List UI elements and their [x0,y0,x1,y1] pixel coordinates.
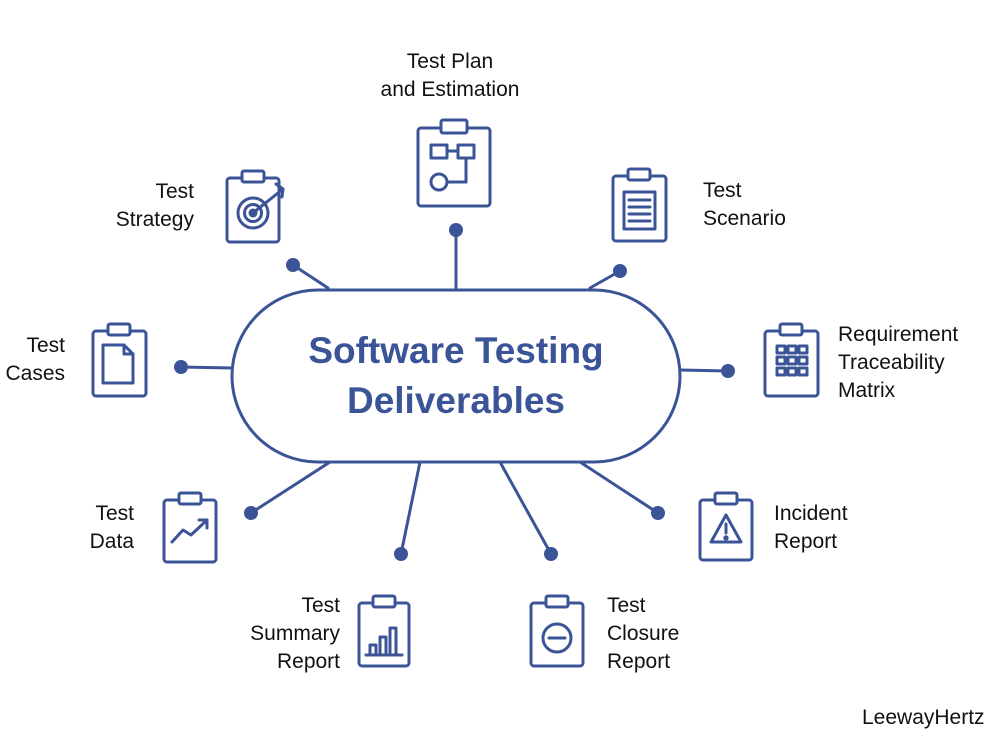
label-line: Traceability [838,351,945,374]
center-pill [230,288,682,464]
dot-test-strategy [286,258,300,272]
connector-test-summary [399,460,422,556]
label-line: Summary [250,622,340,645]
label-rtm: Requirement Traceability Matrix [838,321,958,405]
label-line: Incident [774,502,848,525]
label-test-cases: Test Cases [0,332,65,388]
label-line: Test [607,594,646,617]
flowchart-clipboard-icon [416,118,492,208]
dot-incident-report [651,506,665,520]
label-test-strategy: Test Strategy [60,178,194,234]
minus-circle-clipboard-icon [529,594,585,668]
label-test-data: Test Data [40,500,134,556]
warning-clipboard-icon [698,491,754,562]
label-test-plan: Test Plan and Estimation [350,48,550,104]
dot-test-closure [544,547,558,561]
label-test-closure: Test Closure Report [607,592,679,676]
connector-test-cases [179,365,234,370]
label-line: Closure [607,622,680,645]
label-line: Requirement [838,323,959,346]
center-title-line-1: Software Testing [308,330,604,371]
dot-test-cases [174,360,188,374]
grid-clipboard-icon [763,322,820,398]
connector-dots [174,223,735,561]
label-line: Test Plan [406,50,494,73]
dot-test-summary [394,547,408,561]
connector-incident-report [578,460,660,515]
target-clipboard-icon [225,169,285,244]
label-line: and Estimation [380,78,520,101]
label-line: Test [26,334,65,357]
connector-test-data [249,460,332,515]
connector-rtm [678,368,730,373]
label-line: Report [607,650,671,673]
label-line: Data [89,530,134,553]
connectors [179,228,730,556]
center-title-line-2: Deliverables [346,380,566,421]
label-line: Cases [5,362,65,385]
connector-test-closure [498,460,553,556]
dot-test-plan [449,223,463,237]
label-test-scenario: Test Scenario [703,177,786,233]
dot-test-scenario [613,264,627,278]
document-clipboard-icon [611,167,668,243]
label-incident-report: Incident Report [774,500,848,556]
label-line: Test [155,180,194,203]
label-line: Test [703,179,742,202]
label-line: Report [774,530,838,553]
center-title: Software Testing Deliverables [232,326,680,426]
bar-chart-clipboard-icon [357,594,411,668]
brand-wordmark: LeewayHertz [862,706,985,729]
label-line: Scenario [703,207,786,230]
dot-rtm [721,364,735,378]
page-clipboard-icon [91,322,148,398]
label-line: Test [95,502,134,525]
label-line: Report [276,650,340,673]
label-test-summary: Test Summary Report [200,592,340,676]
label-line: Strategy [115,208,194,231]
dot-test-data [244,506,258,520]
label-line: Matrix [838,379,896,402]
label-line: Test [301,594,340,617]
trend-clipboard-icon [162,491,218,564]
